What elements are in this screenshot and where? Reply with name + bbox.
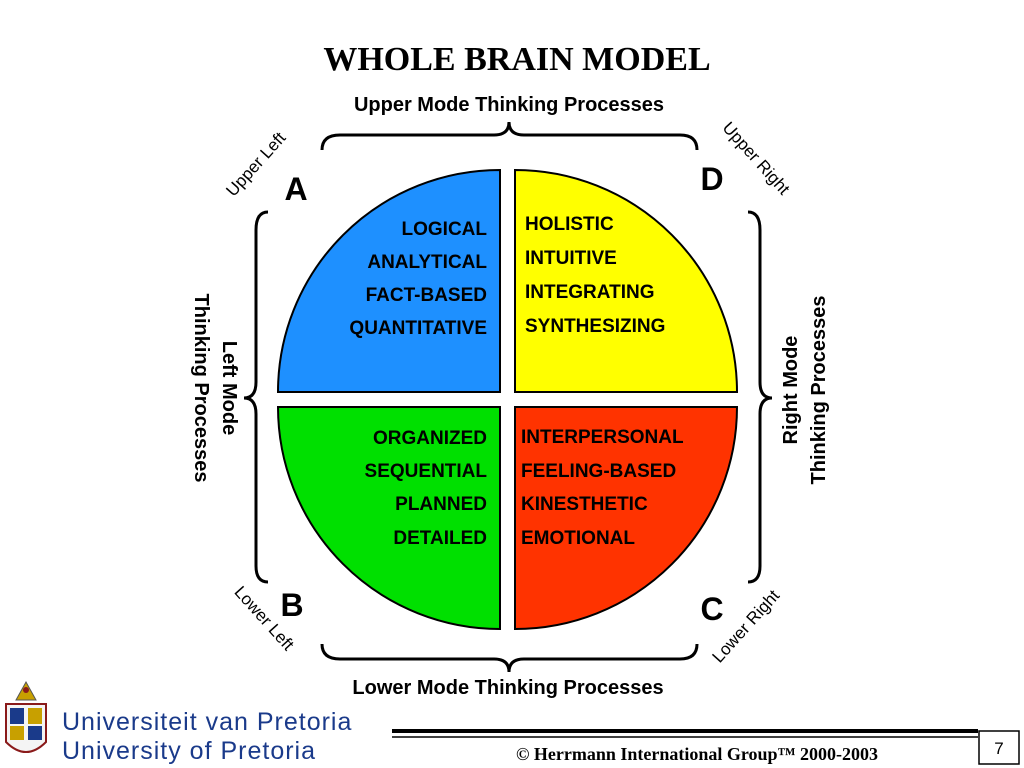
quadrant-b-item: DETAILED (393, 528, 487, 549)
quadrant-a-item: ANALYTICAL (367, 252, 487, 273)
quadrant-c-item: EMOTIONAL (521, 528, 635, 549)
quadrant-c-item: KINESTHETIC (521, 494, 648, 515)
upper-right-label: Upper Right (719, 118, 794, 198)
left-mode-label-line1: Left Mode (218, 341, 240, 435)
quadrant-d-letter: D (700, 161, 723, 197)
quadrant-a (276, 168, 501, 393)
page-number: 7 (994, 739, 1003, 758)
quadrant-b-item: PLANNED (395, 494, 487, 515)
right-brace (747, 210, 773, 584)
quadrant-c-item: FEELING-BASED (521, 461, 676, 482)
lower-mode-label: Lower Mode Thinking Processes (352, 677, 663, 699)
page-number-box (978, 730, 1020, 765)
quadrant-c (514, 406, 739, 631)
quadrant-d-item: HOLISTIC (525, 214, 614, 235)
quadrant-b (276, 406, 501, 631)
quadrant-d-item: INTEGRATING (525, 282, 654, 303)
quadrant-c-letter: C (700, 591, 723, 627)
quadrant-b-letter: B (280, 587, 303, 623)
left-mode-label-line2: Thinking Processes (190, 294, 212, 483)
quadrant-a-item: LOGICAL (402, 219, 488, 240)
quadrant-b-item: ORGANIZED (373, 428, 487, 449)
quadrant-a-item: FACT-BASED (366, 285, 487, 306)
quadrant-d-item: SYNTHESIZING (525, 316, 665, 337)
upper-mode-label: Upper Mode Thinking Processes (354, 94, 664, 116)
quadrant-d-item: INTUITIVE (525, 248, 617, 269)
copyright-notice: © Herrmann International Group™ 2000-200… (516, 744, 878, 764)
quadrant-c-item: INTERPERSONAL (521, 427, 684, 448)
quadrant-a-item: QUANTITATIVE (349, 318, 487, 339)
university-crest-icon (5, 680, 47, 753)
top-brace (320, 121, 699, 151)
quadrant-a-letter: A (284, 171, 307, 207)
upper-left-label: Upper Left (222, 128, 289, 200)
quadrant-d (514, 168, 739, 393)
bottom-brace (320, 643, 699, 673)
left-brace (243, 210, 269, 584)
university-name-english: University of Pretoria (62, 737, 316, 765)
quadrant-b-item: SEQUENTIAL (365, 461, 488, 482)
right-mode-label-line1: Right Mode (780, 336, 802, 445)
slide-title: WHOLE BRAIN MODEL (323, 41, 710, 78)
right-mode-label-line2: Thinking Processes (808, 296, 830, 485)
university-name-afrikaans: Universiteit van Pretoria (62, 708, 352, 736)
